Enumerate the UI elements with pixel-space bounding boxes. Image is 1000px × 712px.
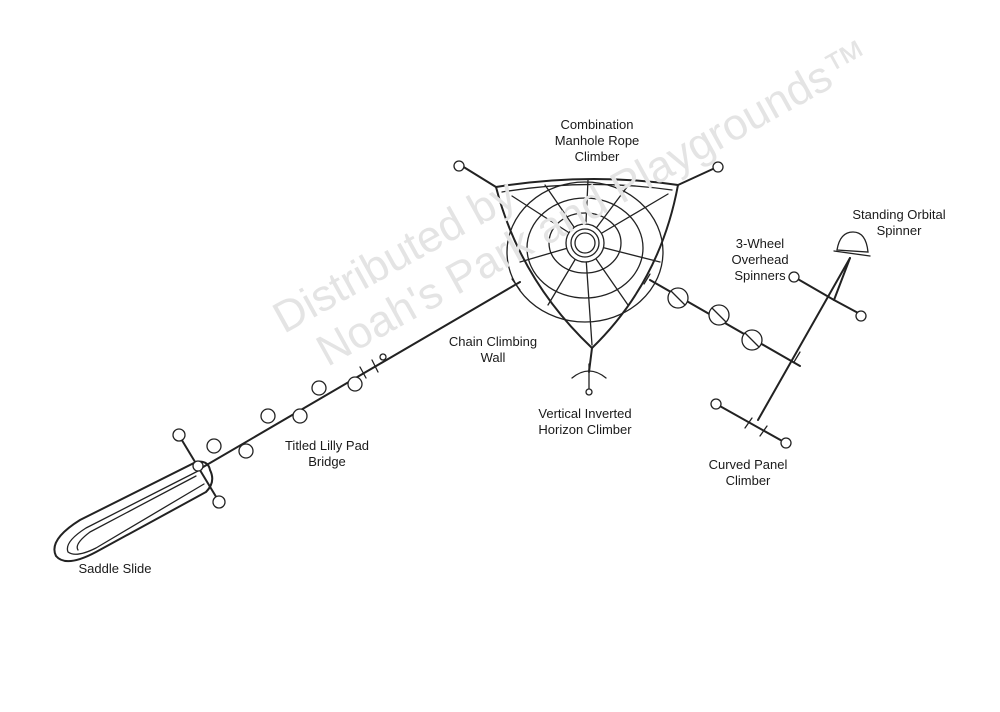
saddle-slide: [53, 428, 226, 563]
label-saddle-slide: Saddle Slide: [78, 561, 152, 576]
standing-orbital-spinner: [757, 231, 871, 421]
combination-manhole-rope-climber: [453, 160, 724, 349]
label-titled-lilly-pad-bridge: Titled Lilly Pad Bridge: [284, 438, 370, 469]
label-chain-climbing-wall: Chain Climbing Wall: [448, 334, 538, 365]
label-combination-manhole-rope-climber: Combination Manhole Rope Climber: [554, 117, 640, 164]
curved-panel-climber: [710, 398, 792, 449]
label-vertical-inverted-horizon-climber: Vertical Inverted Horizon Climber: [538, 406, 632, 437]
titled-lilly-pad-bridge: [197, 278, 521, 471]
label-three-wheel-overhead-spinners: 3-Wheel Overhead Spinners: [731, 236, 789, 283]
label-standing-orbital-spinner: Standing Orbital Spinner: [852, 207, 946, 238]
vertical-inverted-horizon-climber: [571, 347, 607, 396]
label-curved-panel-climber: Curved Panel Climber: [708, 457, 788, 488]
three-wheel-overhead-spinners: [643, 273, 801, 367]
